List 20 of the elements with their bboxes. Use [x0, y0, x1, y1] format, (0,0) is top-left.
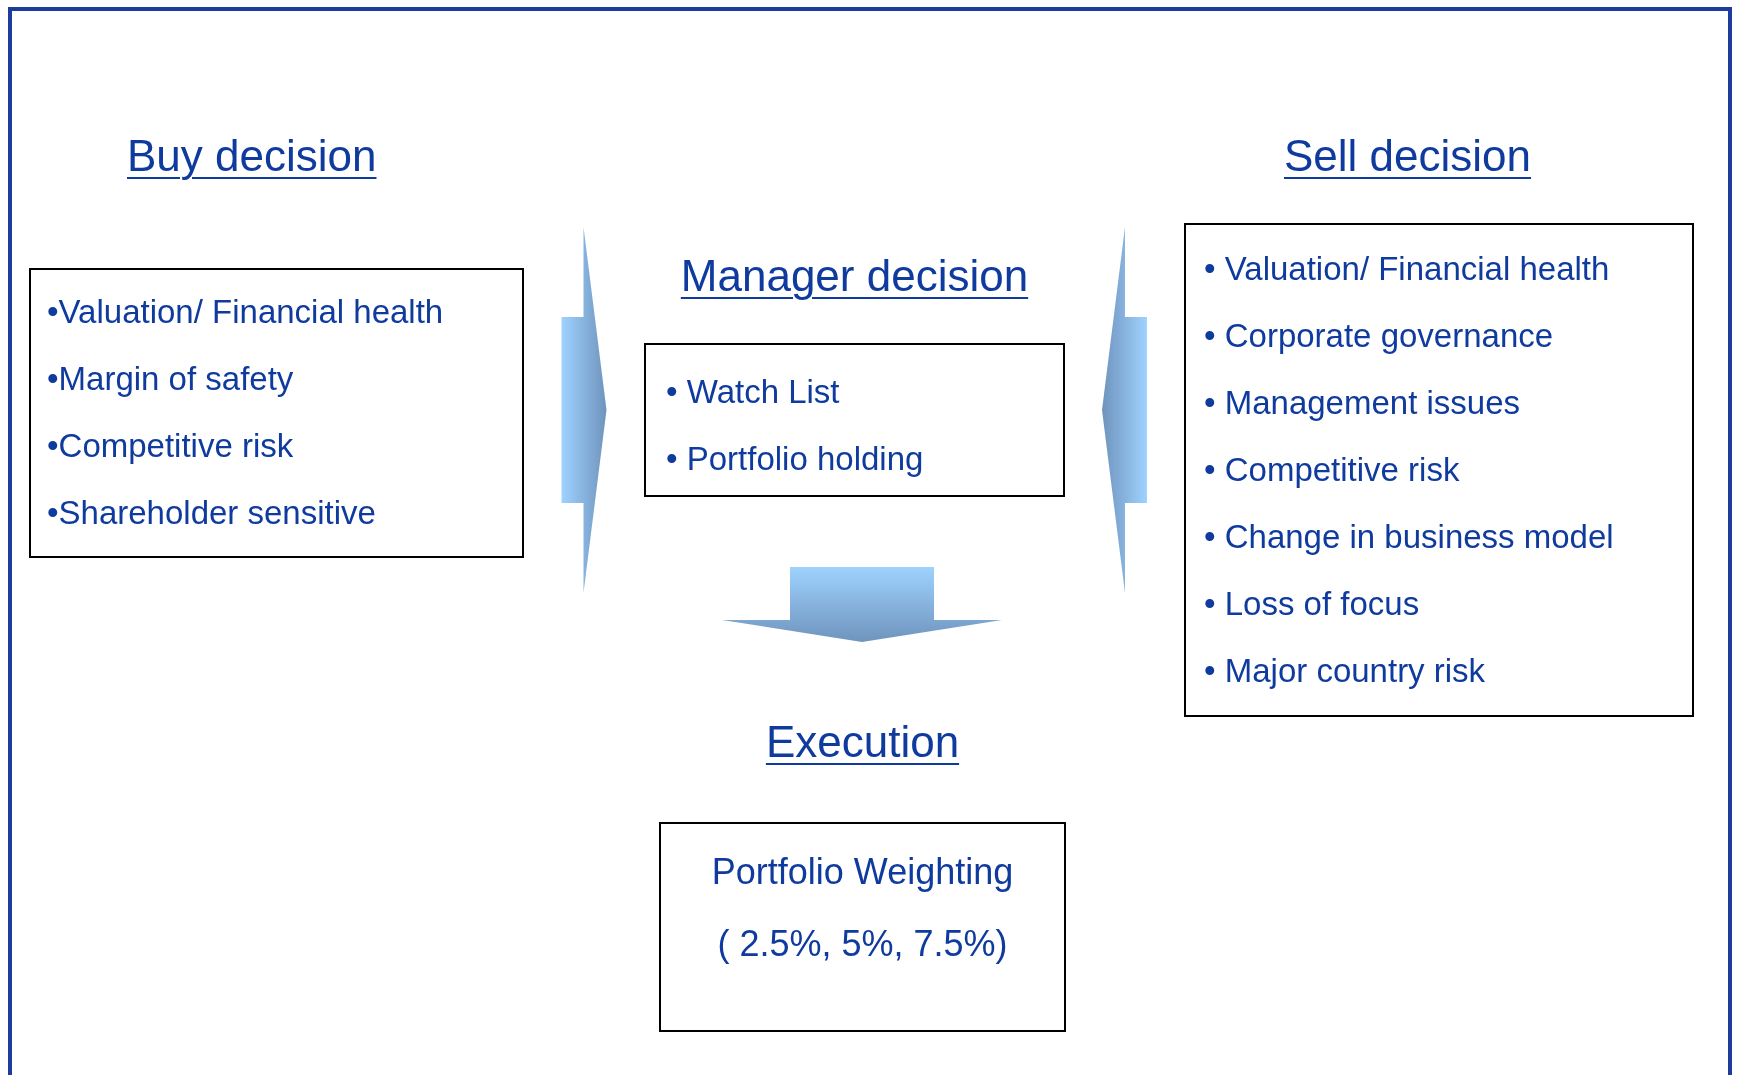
list-item: • Portfolio holding — [666, 439, 925, 479]
list-item: • Corporate governance — [1204, 316, 1555, 356]
section-heading: Sell decision — [1284, 130, 1532, 182]
section-heading: Manager decision — [679, 250, 1030, 302]
section-heading: Buy decision — [127, 130, 377, 182]
list-item: • Valuation/ Financial health — [1204, 249, 1611, 289]
list-item: ( 2.5%, 5%, 7.5%) — [716, 924, 1009, 964]
list-item: • Loss of focus — [1204, 584, 1421, 624]
list-item: •Margin of safety — [47, 359, 295, 399]
list-item: • Watch List — [666, 372, 841, 412]
list-item: • Competitive risk — [1204, 450, 1461, 490]
block-arrow — [722, 567, 1002, 642]
list-item: • Major country risk — [1204, 651, 1487, 691]
list-item: •Valuation/ Financial health — [47, 292, 445, 332]
list-item: •Shareholder sensitive — [47, 493, 377, 533]
list-item: •Competitive risk — [47, 426, 295, 466]
list-item: • Change in business model — [1204, 517, 1615, 557]
section-heading: Execution — [764, 716, 961, 768]
list-item: • Management issues — [1204, 383, 1522, 423]
list-item: Portfolio Weighting — [710, 852, 1015, 892]
